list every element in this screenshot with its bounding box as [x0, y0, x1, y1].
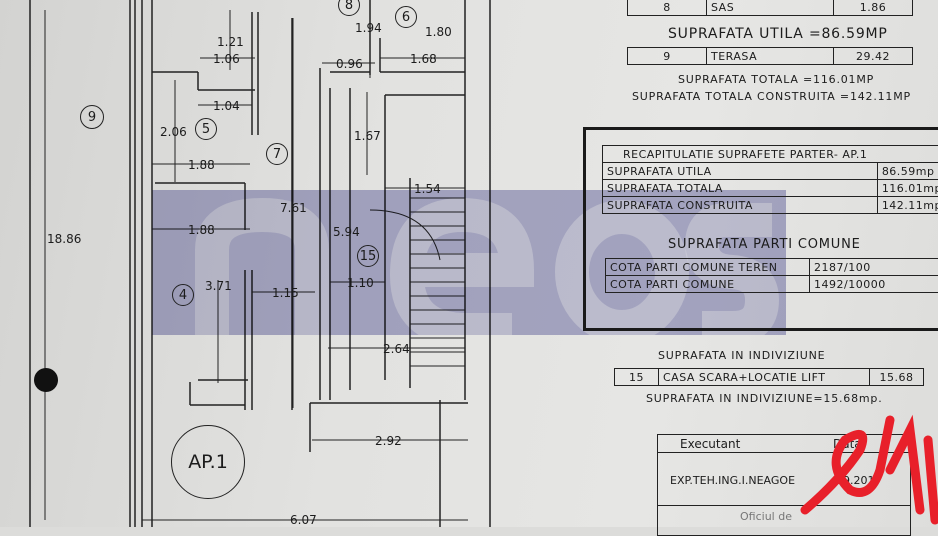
indiviziune-row: 15 CASA SCARA+LOCATIE LIFT 15.68: [614, 368, 924, 386]
suprafata-utila-text: SUPRAFATA UTILA =86.59MP: [668, 26, 888, 42]
dimension-label: 1.94: [355, 22, 382, 34]
red-signature-mark: [800, 410, 938, 527]
common-value: 1492/10000: [810, 276, 938, 293]
dimension-label: 1.04: [213, 100, 240, 112]
room-number-6: 6: [395, 6, 417, 28]
recap-label: SUPRAFATA UTILA: [603, 163, 878, 180]
dimension-label: 2.06: [160, 126, 187, 138]
dimension-label: 1.21: [217, 36, 244, 48]
dimension-label: 1.88: [188, 159, 215, 171]
room-area: 1.86: [834, 0, 913, 16]
dimension-label: 6.07: [290, 514, 317, 526]
suprafata-construita-text: SUPRAFATA TOTALA CONSTRUITA =142.11MP: [632, 90, 911, 103]
common-label: COTA PARTI COMUNE: [606, 276, 810, 293]
suprafata-totala-text: SUPRAFATA TOTALA =116.01MP: [678, 73, 874, 86]
recap-value: 142.11mp: [877, 197, 938, 214]
apartment-label: AP.1: [171, 425, 245, 499]
recap-table: RECAPITULATIE SUPRAFETE PARTER- AP.1 SUP…: [602, 145, 938, 214]
room-area: 29.42: [834, 48, 913, 65]
common-value: 2187/100: [810, 259, 938, 276]
dimension-label: 2.92: [375, 435, 402, 447]
recap-value: 86.59mp: [877, 163, 938, 180]
room-area: 15.68: [870, 369, 924, 386]
dimension-label: 3.71: [205, 280, 232, 292]
dimension-label: 1.67: [354, 130, 381, 142]
executant-name: EXP.TEH.ING.I.NEAGOE: [670, 475, 795, 486]
parti-comune-title: SUPRAFATA PARTI COMUNE: [668, 237, 861, 252]
room-number-4: 4: [172, 284, 194, 306]
room-number-9: 9: [80, 105, 104, 129]
room-name: CASA SCARA+LOCATIE LIFT: [659, 369, 870, 386]
room-row-8: 8 SAS 1.86: [627, 0, 913, 16]
recap-value: 116.01mp: [877, 180, 938, 197]
dimension-label: 18.86: [47, 233, 81, 245]
room-number-15: 15: [357, 245, 379, 267]
dimension-label: 7.61: [280, 202, 307, 214]
recap-label: SUPRAFATA TOTALA: [603, 180, 878, 197]
dimension-label: 1.54: [414, 183, 441, 195]
dimension-label: 1.68: [410, 53, 437, 65]
room-name: TERASA: [707, 48, 834, 65]
recap-title: RECAPITULATIE SUPRAFETE PARTER- AP.1: [603, 146, 938, 163]
room-row-9: 9 TERASA 29.42: [627, 47, 913, 65]
dimension-label: 5.94: [333, 226, 360, 238]
stamp-text: Oficiul de: [740, 511, 792, 522]
room-nr: 9: [628, 48, 707, 65]
room-name: SAS: [707, 0, 834, 16]
room-nr: 15: [615, 369, 659, 386]
dimension-label: 1.15: [272, 287, 299, 299]
dimension-label: 0.96: [336, 58, 363, 70]
dimension-label: 1.10: [347, 277, 374, 289]
room-nr: 8: [628, 0, 707, 16]
room-number-7: 7: [266, 143, 288, 165]
dimension-label: 1.80: [425, 26, 452, 38]
executant-header: Executant: [680, 438, 740, 450]
dimension-label: 1.88: [188, 224, 215, 236]
indiviziune-title: SUPRAFATA IN INDIVIZIUNE: [658, 349, 825, 362]
room-number-5: 5: [195, 118, 217, 140]
indiviziune-total: SUPRAFATA IN INDIVIZIUNE=15.68mp.: [646, 392, 883, 405]
common-label: COTA PARTI COMUNE TEREN: [606, 259, 810, 276]
recap-label: SUPRAFATA CONSTRUITA: [603, 197, 878, 214]
dimension-label: 1.06: [213, 53, 240, 65]
dimension-label: 2.64: [383, 343, 410, 355]
